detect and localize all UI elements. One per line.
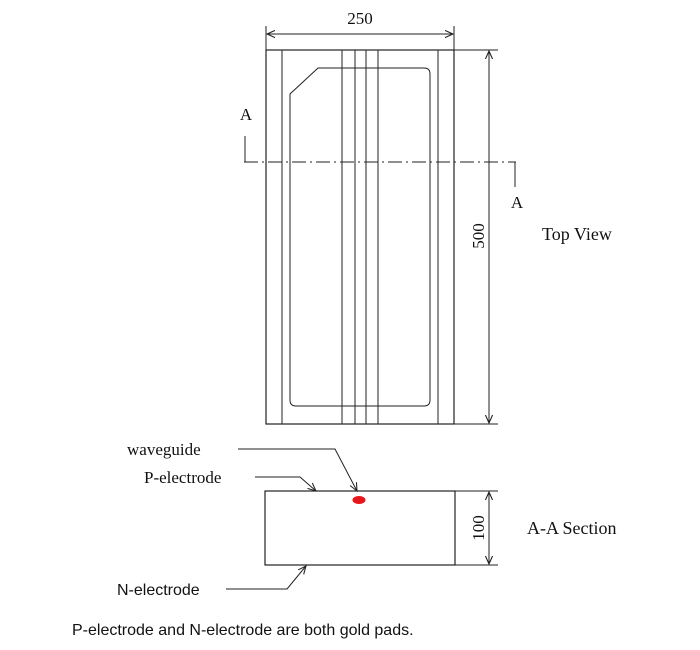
- width-dimension-value: 250: [347, 9, 373, 28]
- caption: P-electrode and N-electrode are both gol…: [72, 622, 414, 639]
- n-electrode-label: N-electrode: [117, 582, 200, 599]
- electrode-pad-outline: [289, 67, 431, 407]
- waveguide-mark: [352, 496, 366, 504]
- top-view: 250 500 A A Top View: [240, 9, 612, 425]
- chip-outline-section: [264, 490, 456, 566]
- height-dimension-value: 100: [469, 515, 488, 541]
- n-electrode-leader: [226, 566, 306, 590]
- chip-outline-top: [265, 49, 455, 425]
- p-electrode-label: P-electrode: [144, 468, 221, 487]
- section-view: 100 A-A Section: [264, 490, 617, 566]
- waveguide-label: waveguide: [127, 440, 201, 459]
- callouts: waveguide P-electrode N-electrode: [117, 440, 357, 599]
- waveguide-leader: [238, 448, 357, 491]
- section-view-label: A-A Section: [527, 518, 617, 538]
- section-mark-left: A: [240, 105, 253, 124]
- section-mark-right: A: [511, 193, 524, 212]
- top-view-label: Top View: [542, 224, 612, 244]
- length-dimension-value: 500: [469, 223, 488, 249]
- p-electrode-leader: [255, 476, 316, 491]
